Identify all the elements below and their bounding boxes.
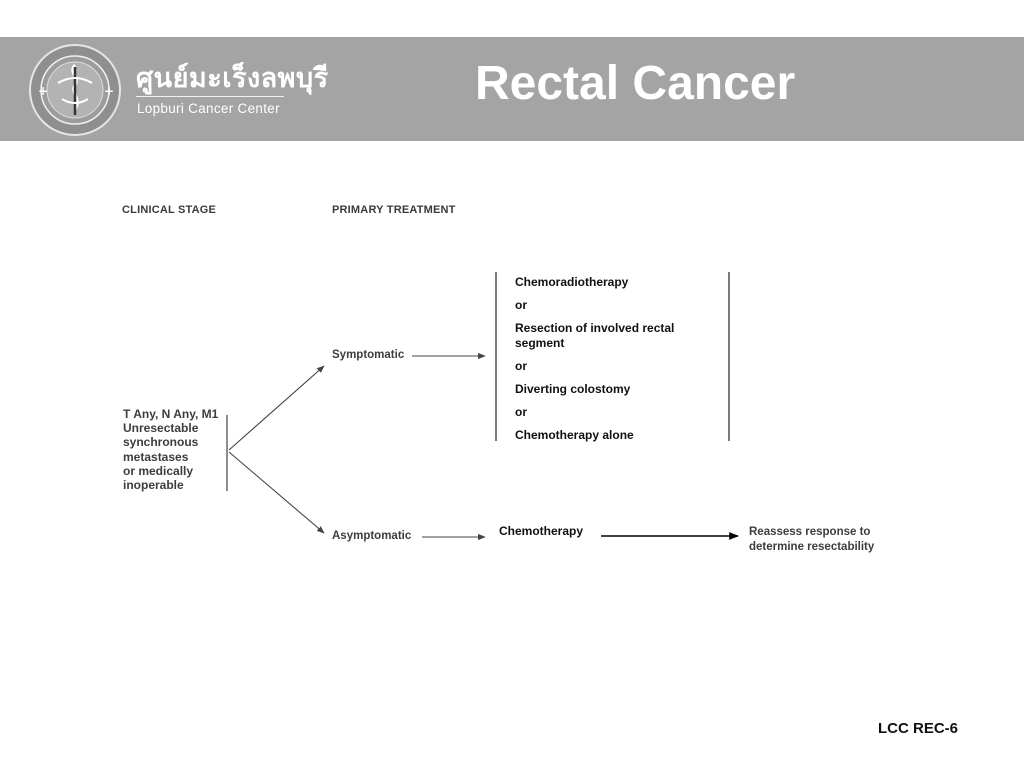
clinical-stage-line: Unresectable [123, 421, 199, 436]
clinical-stage-line: inoperable [123, 478, 184, 493]
treatment-option: Diverting colostomy [515, 382, 631, 396]
followup-line: Reassess response to [749, 526, 871, 538]
logo-divider [136, 96, 284, 97]
svg-text:+: + [104, 84, 114, 98]
asymptomatic-branch-label: Asymptomatic [332, 530, 412, 542]
treatment-option: Chemoradiotherapy [515, 275, 629, 289]
clinical-stage-line: metastases [123, 449, 189, 464]
header-band [0, 37, 1024, 141]
slide-title: Rectal Cancer [475, 57, 796, 110]
clinical-stage-box: T Any, N Any, M1 Unresectable synchronou… [123, 407, 233, 492]
clinical-stage-line: synchronous [123, 435, 199, 450]
or-connector: or [515, 359, 527, 373]
clinical-stage-heading: CLINICAL STAGE [122, 204, 217, 216]
svg-text:+: + [38, 84, 48, 98]
or-connector: or [515, 298, 527, 312]
treatment-option: Chemotherapy alone [515, 428, 634, 442]
logo-thai-name: ศูนย์มะเร็งลพบุรี [136, 63, 329, 94]
slide-code: LCC REC-6 [878, 720, 959, 737]
or-connector: or [515, 405, 527, 419]
lopburi-cancer-center-seal-icon: + + [29, 44, 121, 136]
symptomatic-branch-label: Symptomatic [332, 349, 405, 361]
asymptomatic-treatment: Chemotherapy [499, 524, 584, 538]
logo-english-name: Lopburi Cancer Center [137, 101, 280, 116]
symptomatic-options-box: Chemoradiotherapy or Resection of involv… [515, 275, 725, 451]
clinical-stage-line: T Any, N Any, M1 [123, 407, 219, 421]
followup-line: determine resectability [749, 540, 875, 553]
clinical-stage-line: or medically [123, 463, 194, 478]
treatment-option: Resection of involved rectal segment [515, 321, 675, 350]
arrow-to-symptomatic [228, 365, 325, 451]
arrow-to-asymptomatic [228, 451, 325, 534]
followup-box: Reassess response to determine resectabi… [749, 525, 909, 554]
primary-treatment-heading: PRIMARY TREATMENT [332, 204, 456, 216]
